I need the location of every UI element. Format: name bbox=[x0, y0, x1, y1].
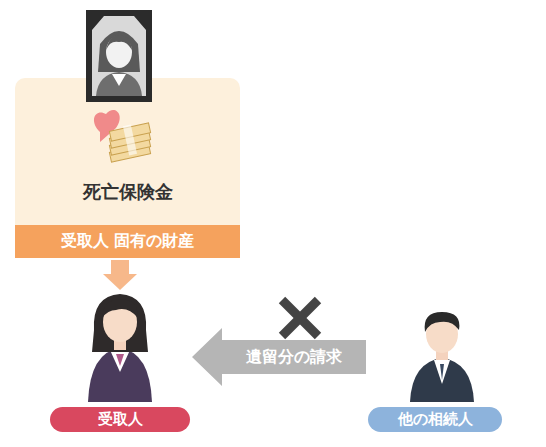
band-label: 受取人 固有の財産 bbox=[15, 231, 240, 252]
heir-figure: 他の相続人 bbox=[368, 315, 502, 432]
heart-money-icon bbox=[94, 110, 151, 162]
flow-arrow bbox=[103, 260, 137, 290]
band-box: 受取人 固有の財産 bbox=[15, 225, 240, 258]
panel-label: 死亡保険金 bbox=[15, 180, 240, 204]
name-tag: 他の相続人 bbox=[368, 407, 502, 432]
memorial-portrait bbox=[86, 10, 152, 102]
panel-ground bbox=[15, 78, 240, 258]
woman-figure bbox=[88, 294, 152, 402]
arrow-label: 遺留分の請求 bbox=[242, 345, 346, 370]
panel-box: 受取人 固有の財産死亡保険金 bbox=[15, 78, 240, 258]
claim-arrow bbox=[192, 328, 366, 386]
receiver-figure: 受取人 bbox=[50, 292, 190, 432]
x-mark bbox=[282, 300, 318, 336]
man-figure bbox=[410, 312, 474, 402]
name-tag: 受取人 bbox=[50, 407, 190, 432]
